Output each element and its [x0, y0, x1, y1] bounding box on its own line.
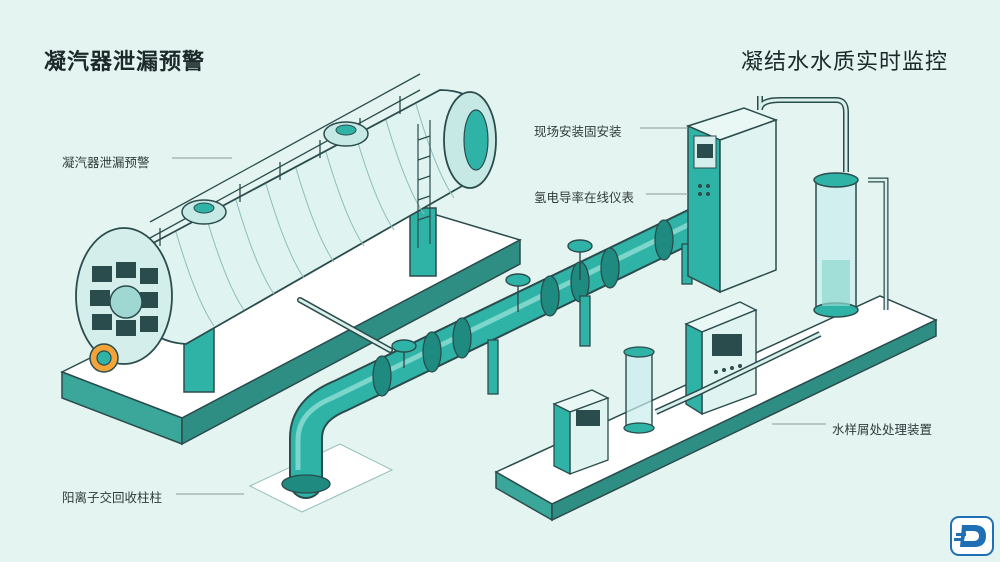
page-title-right: 凝结水水质实时监控	[740, 50, 948, 75]
exchange-column-icon	[757, 96, 889, 318]
condenser-platform	[60, 203, 522, 446]
label-cation-column: 阳离子交回收柱柱	[62, 490, 163, 505]
label-leak-warning: 凝汽器泄漏预警	[62, 155, 150, 170]
label-onsite-install: 现场安装固安装	[534, 124, 622, 139]
callout-lines	[172, 127, 826, 495]
condenser-tank-icon	[75, 73, 497, 393]
sample-treatment-unit	[552, 301, 822, 476]
handwheel-valve-icon	[391, 239, 593, 368]
page-title-left: 凝汽器泄漏预警	[44, 50, 206, 75]
blue-d-logo-icon	[950, 516, 994, 556]
analyzer-panel-icon	[685, 107, 779, 294]
label-hydrogen-conductivity: 氢电导率在线仪表	[534, 190, 635, 205]
label-sample-treatment: 水样屑处处理装置	[832, 422, 933, 437]
